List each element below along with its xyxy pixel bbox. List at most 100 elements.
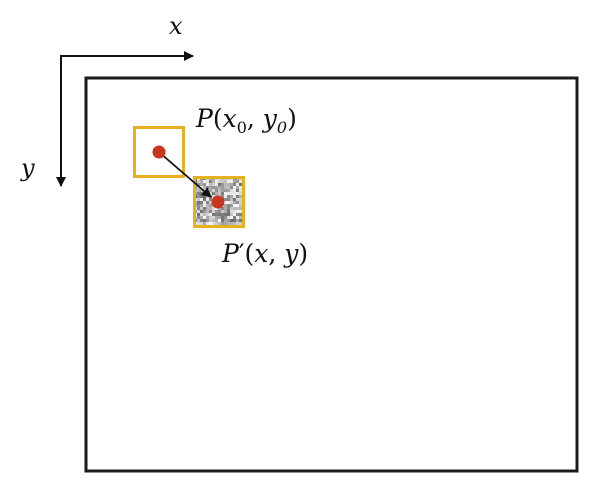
texture-speckle [224, 201, 227, 204]
texture-speckle [200, 198, 203, 201]
texture-speckle [233, 192, 236, 195]
texture-speckle [209, 198, 212, 201]
texture-speckle [236, 207, 239, 210]
texture-speckle [221, 195, 224, 198]
target-label-open-paren: ( [245, 239, 255, 268]
texture-speckle [227, 195, 230, 198]
texture-speckle [218, 207, 221, 210]
texture-speckle [212, 207, 215, 210]
texture-speckle [239, 210, 242, 213]
texture-speckle [206, 210, 209, 213]
texture-speckle [203, 183, 206, 186]
texture-speckle [230, 192, 233, 195]
target-label-y-var: y [283, 239, 299, 268]
texture-speckle [236, 186, 239, 189]
texture-speckle [236, 201, 239, 204]
texture-speckle [209, 216, 212, 219]
texture-speckle [224, 195, 227, 198]
texture-speckle [218, 189, 221, 192]
texture-speckle [224, 183, 227, 186]
texture-speckle [212, 183, 215, 186]
texture-speckle [200, 216, 203, 219]
target-label-letter: P [221, 239, 240, 268]
texture-speckle [236, 183, 239, 186]
texture-speckle [239, 186, 242, 189]
texture-speckle [197, 216, 200, 219]
texture-speckle [206, 198, 209, 201]
texture-speckle [233, 204, 236, 207]
target-label-comma: , [268, 239, 284, 268]
texture-speckle [236, 219, 239, 222]
texture-speckle [236, 180, 239, 183]
texture-speckle [218, 219, 221, 222]
texture-speckle [218, 180, 221, 183]
texture-speckle [233, 186, 236, 189]
texture-speckle [197, 201, 200, 204]
texture-speckle [200, 195, 203, 198]
texture-speckle [215, 189, 218, 192]
texture-speckle [239, 183, 242, 186]
texture-speckle [227, 180, 230, 183]
texture-speckle [224, 198, 227, 201]
source-point [152, 145, 166, 159]
texture-speckle [209, 222, 212, 225]
texture-speckle [212, 222, 215, 225]
texture-speckle [224, 213, 227, 216]
texture-speckle [239, 213, 242, 216]
texture-speckle [203, 195, 206, 198]
texture-speckle [233, 198, 236, 201]
texture-speckle [233, 180, 236, 183]
source-label-letter: P [195, 104, 214, 133]
texture-speckle [215, 216, 218, 219]
texture-speckle [227, 210, 230, 213]
texture-speckle [236, 189, 239, 192]
texture-speckle [233, 189, 236, 192]
texture-speckle [212, 192, 215, 195]
source-window [133, 126, 185, 178]
texture-speckle [197, 219, 200, 222]
texture-speckle [227, 222, 230, 225]
texture-speckle [218, 183, 221, 186]
texture-speckle [218, 186, 221, 189]
texture-speckle [221, 207, 224, 210]
texture-speckle [206, 219, 209, 222]
texture-speckle [200, 210, 203, 213]
target-label-prime: ′ [239, 239, 245, 268]
texture-speckle [203, 213, 206, 216]
texture-speckle [239, 198, 242, 201]
texture-speckle [200, 201, 203, 204]
texture-speckle [227, 189, 230, 192]
source-label-open-paren: ( [213, 104, 223, 133]
texture-speckle [239, 216, 242, 219]
texture-speckle [230, 201, 233, 204]
texture-speckle [203, 210, 206, 213]
texture-speckle [209, 189, 212, 192]
texture-speckle [209, 207, 212, 210]
texture-speckle [209, 204, 212, 207]
texture-speckle [221, 192, 224, 195]
texture-speckle [215, 183, 218, 186]
texture-speckle [227, 192, 230, 195]
texture-speckle [233, 207, 236, 210]
texture-speckle [236, 222, 239, 225]
texture-speckle [203, 198, 206, 201]
texture-speckle [239, 192, 242, 195]
texture-speckle [221, 180, 224, 183]
target-label-x-var: x [254, 239, 268, 268]
source-label-x-var: x [223, 104, 237, 133]
texture-speckle [227, 207, 230, 210]
texture-speckle [230, 183, 233, 186]
texture-speckle [224, 219, 227, 222]
texture-speckle [200, 192, 203, 195]
texture-speckle [230, 222, 233, 225]
texture-speckle [197, 192, 200, 195]
texture-speckle [227, 216, 230, 219]
texture-speckle [200, 213, 203, 216]
texture-speckle [197, 186, 200, 189]
texture-speckle [236, 216, 239, 219]
texture-speckle [227, 204, 230, 207]
texture-speckle [212, 216, 215, 219]
y-axis-label: y [20, 154, 35, 182]
texture-speckle [230, 186, 233, 189]
